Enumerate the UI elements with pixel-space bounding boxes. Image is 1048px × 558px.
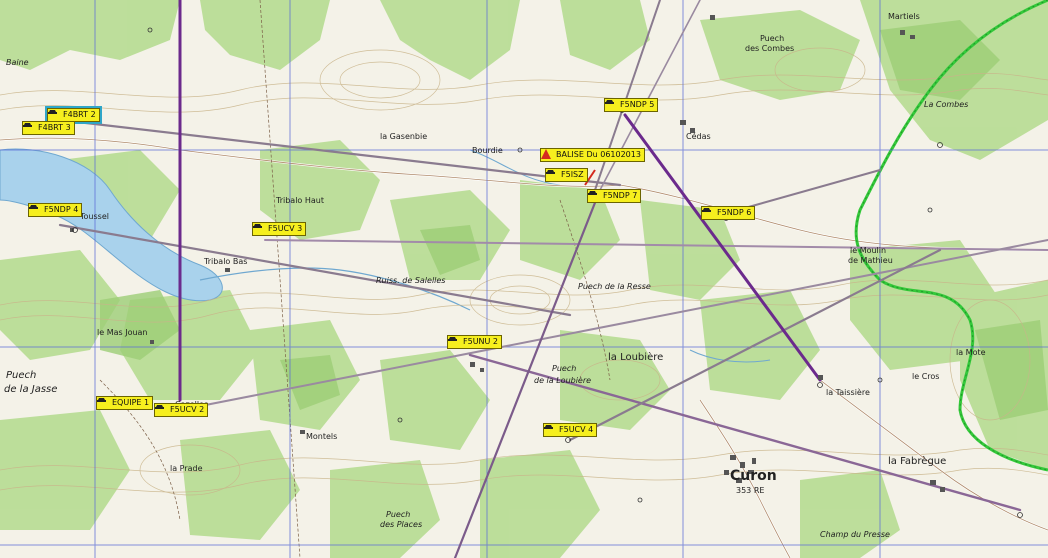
car-icon [155, 405, 164, 409]
station-label: F5UCV 2 [170, 405, 205, 414]
beacon-label: BALISE Du 06102013 [556, 150, 641, 159]
car-icon [253, 224, 262, 228]
station-tag-F4BRT3[interactable]: F4BRT 3 [22, 121, 75, 135]
bearing-F5UNU2 [468, 353, 1022, 512]
station-label: F4BRT 3 [38, 123, 71, 132]
car-icon [448, 337, 457, 341]
bearing-F5NDP5 [623, 113, 822, 382]
station-tag-F5ISZ[interactable]: F5ISZ [545, 168, 588, 182]
forest-dense [100, 20, 1048, 420]
station-label: F5NDP 4 [44, 205, 79, 214]
contour-lines [0, 47, 1048, 496]
bearing-F5NDP4 [58, 223, 572, 317]
station-label: F5UCV 4 [559, 425, 594, 434]
car-icon [702, 208, 711, 212]
station-label: F5UCV 3 [268, 224, 303, 233]
car-icon [544, 425, 553, 429]
station-tag-F5UCV2[interactable]: F5UCV 2 [154, 403, 209, 417]
car-icon [23, 123, 32, 127]
station-label: F5NDP 5 [620, 100, 655, 109]
station-tag-F5UCV4[interactable]: F5UCV 4 [543, 423, 598, 437]
car-icon [48, 110, 57, 114]
bearing-F5UCV4 [568, 248, 942, 442]
station-label: F5NDP 7 [603, 191, 638, 200]
station-label: F4BRT 2 [63, 110, 96, 119]
station-tag-F5UCV3[interactable]: F5UCV 3 [252, 222, 307, 236]
station-label: F5ISZ [561, 170, 584, 179]
station-tag-EQUIPE1[interactable]: EQUIPE 1 [96, 396, 154, 410]
bearing-lines [58, 0, 1048, 558]
station-label: F5UNU 2 [463, 337, 499, 346]
beacon-tag[interactable]: BALISE Du 06102013 [540, 148, 645, 162]
tracks [99, 0, 611, 558]
station-tag-F5NDP5[interactable]: F5NDP 5 [604, 98, 659, 112]
buildings [70, 15, 945, 492]
station-label: F5NDP 6 [717, 208, 752, 217]
station-label: EQUIPE 1 [112, 398, 150, 407]
car-icon [29, 205, 38, 209]
car-icon [546, 170, 555, 174]
bearing-F5NDP7 [453, 188, 602, 558]
beacon-marker [584, 169, 596, 186]
station-tag-F5NDP7[interactable]: F5NDP 7 [587, 189, 642, 203]
car-icon [97, 398, 106, 402]
bearing-F5UCV3 [264, 239, 1048, 251]
station-tag-F5UNU2[interactable]: F5UNU 2 [447, 335, 503, 349]
station-tag-F5NDP6[interactable]: F5NDP 6 [701, 206, 756, 220]
stream [469, 149, 561, 186]
warning-triangle-icon [541, 149, 551, 159]
car-icon [588, 191, 597, 195]
car-icon [605, 100, 614, 104]
bearing-F4BRT [58, 118, 622, 187]
station-tag-F5NDP4[interactable]: F5NDP 4 [28, 203, 83, 217]
station-tag-F4BRT2[interactable]: F4BRT 2 [45, 106, 102, 124]
